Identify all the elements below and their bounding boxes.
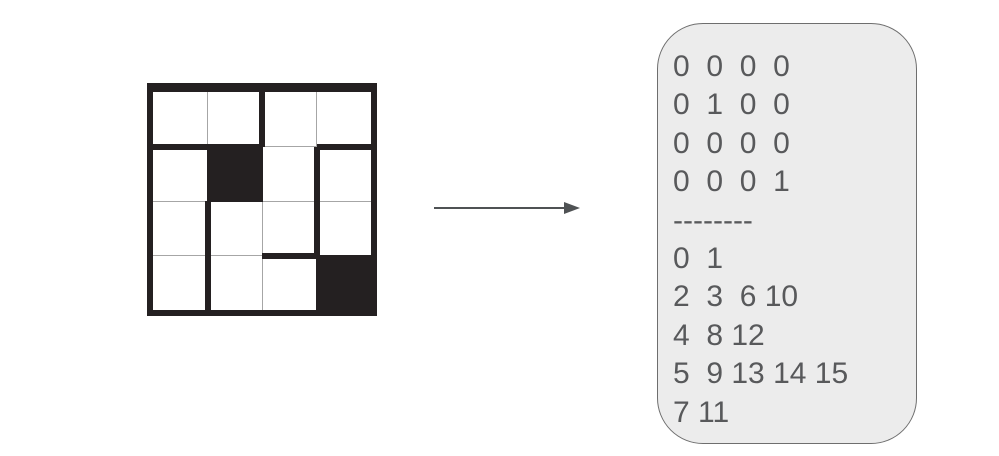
maze-wall-horizontal (316, 143, 371, 150)
maze-wall-horizontal (207, 143, 262, 150)
maze-wall-vertical (259, 92, 265, 147)
separator-dashes: -------- (673, 203, 753, 237)
maze-wall-vertical (204, 201, 211, 256)
maze-wall-vertical (204, 255, 211, 310)
blocked-cell (207, 146, 263, 202)
maze-wall-vertical (313, 146, 320, 201)
maze-grid (147, 83, 377, 316)
matrix-row: 0 0 0 0 (673, 50, 790, 83)
matrix-row: 0 0 0 1 (673, 165, 790, 199)
group-row: 0 1 (673, 242, 724, 276)
group-row: 2 3 6 10 (673, 280, 799, 314)
right-arrow-icon (434, 202, 580, 214)
matrix-row: 0 1 0 0 (673, 88, 790, 122)
maze-wall-horizontal (262, 252, 317, 259)
maze-wall-horizontal (153, 143, 208, 150)
maze-wall-vertical (313, 201, 320, 256)
group-row: 7 11 (673, 395, 730, 429)
blocked-cell (316, 255, 372, 311)
output-panel: 0 0 0 0 0 1 0 0 0 0 0 0 0 0 0 1 --------… (657, 23, 917, 444)
group-row: 5 9 13 14 15 (673, 357, 849, 391)
arrow-head (564, 202, 580, 214)
matrix-row: 0 0 0 0 (673, 126, 790, 160)
arrow-shaft (434, 207, 566, 209)
group-row: 4 8 12 (673, 318, 765, 352)
